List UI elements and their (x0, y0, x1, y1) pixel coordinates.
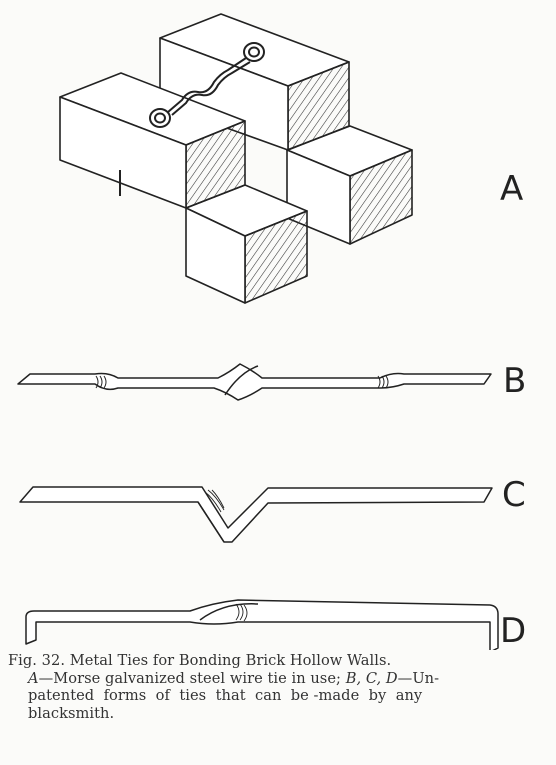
caption-line-2-text: —Morse galvanized steel wire tie in use; (38, 669, 346, 687)
caption-letters-bcd: B, C, D (345, 669, 398, 687)
front-lower-brick (185, 184, 308, 304)
label-b: B (503, 361, 527, 401)
label-c: C (502, 475, 526, 515)
caption-line-4: blacksmith. (28, 704, 115, 722)
label-a: A (500, 169, 524, 209)
front-upper-brick (59, 72, 246, 209)
caption-line-3: patented forms of ties that can be -made… (28, 687, 423, 704)
back-upper-brick (159, 13, 350, 151)
caption-line-1: Fig. 32. Metal Ties for Bonding Brick Ho… (8, 652, 392, 669)
caption-line-2-suffix: —Un- (397, 669, 440, 687)
label-d: D (500, 611, 527, 651)
wire-tie-a (149, 42, 265, 128)
caption-letter-a: A (28, 669, 39, 687)
tie-b (17, 363, 492, 401)
brick-assembly-a (59, 13, 413, 304)
caption-line-2: A—Morse galvanized steel wire tie in use… (8, 670, 550, 688)
figure-caption: Fig. 32. Metal Ties for Bonding Brick Ho… (8, 652, 550, 722)
tie-c (19, 486, 493, 543)
tie-d (25, 599, 499, 650)
figure-illustration (17, 13, 499, 650)
